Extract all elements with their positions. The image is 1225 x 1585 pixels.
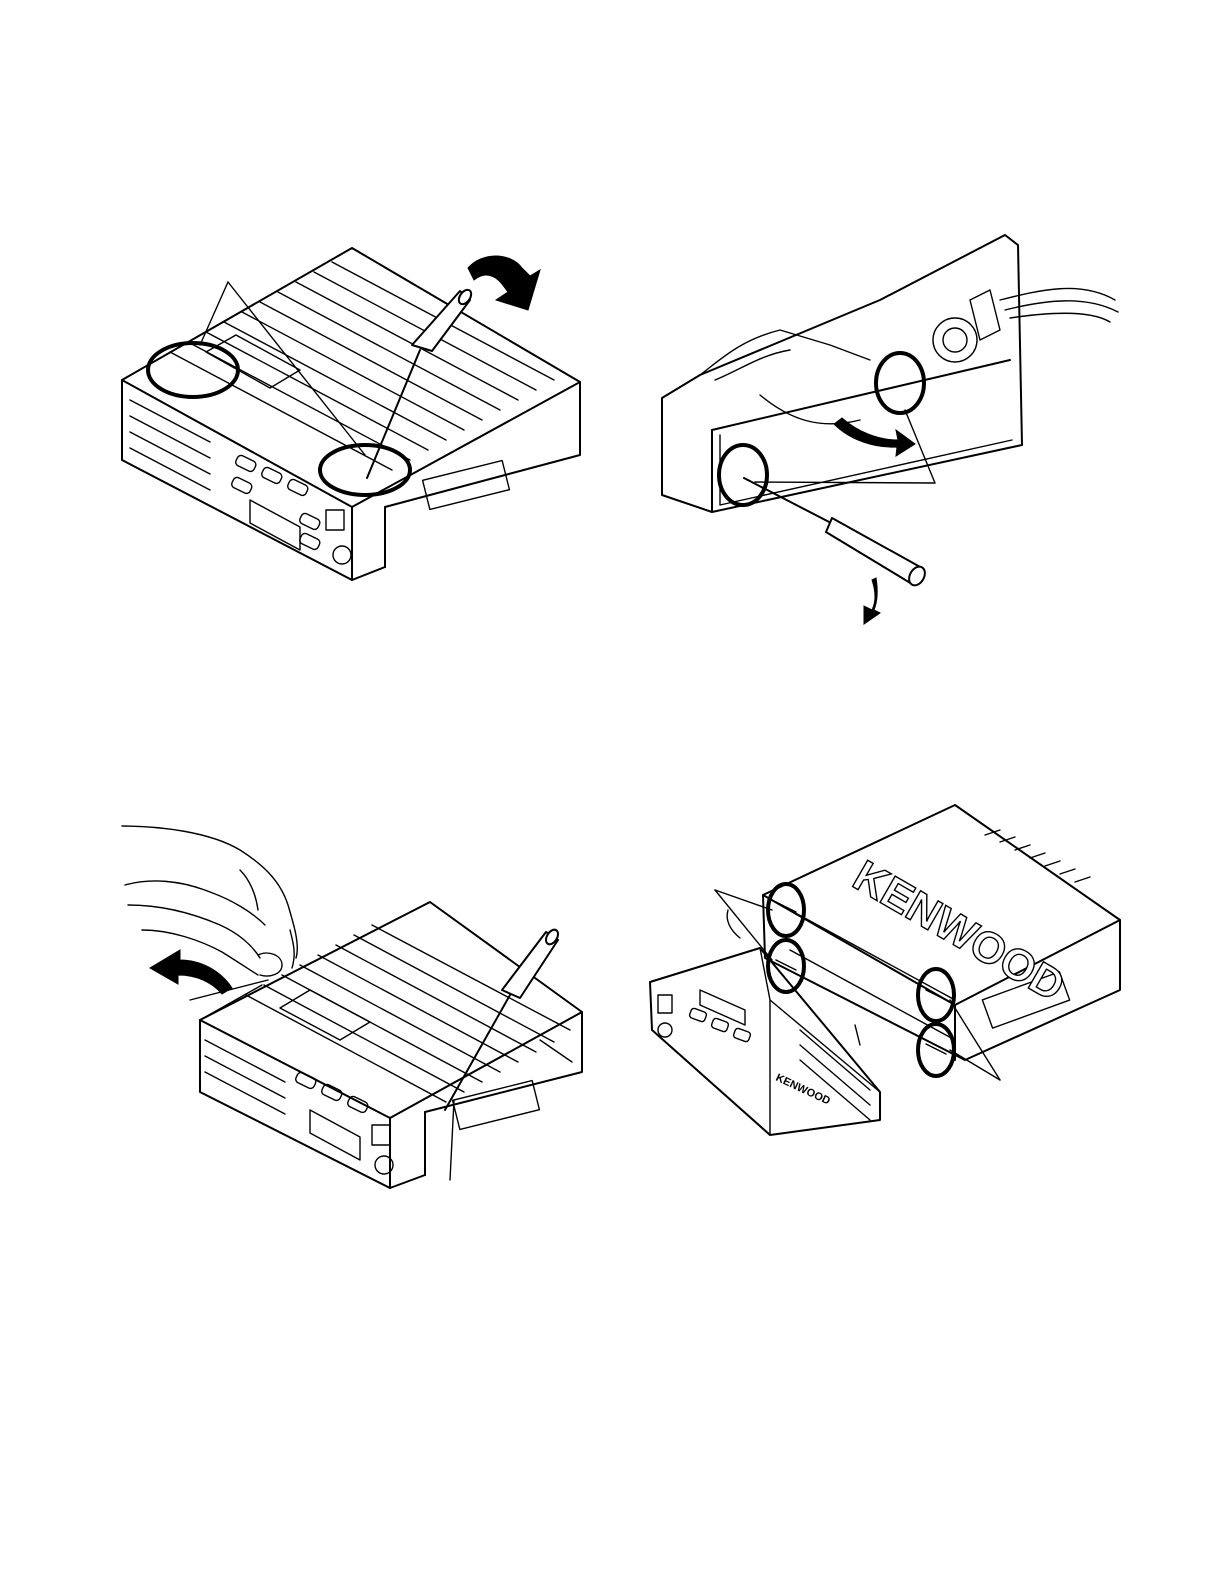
detail-circle (719, 445, 767, 505)
kenwood-panel-logo: KENWOOD (774, 1072, 832, 1108)
front-panel (205, 1040, 393, 1174)
hand (122, 826, 297, 976)
down-arrow-icon (864, 578, 880, 624)
screwdriver (744, 478, 928, 588)
lift-arrow-icon (150, 950, 232, 994)
detail-circle (320, 445, 410, 495)
detail-circle (876, 353, 924, 413)
figure-b (662, 235, 1118, 624)
detail-circle (768, 884, 804, 936)
detail-circle (148, 343, 238, 397)
curved-arrow-icon (834, 418, 915, 456)
figure-c (122, 826, 582, 1188)
kenwood-logo: KENWOOD (845, 851, 1073, 1011)
detail-circle (768, 940, 804, 992)
detail-circle (918, 1024, 954, 1076)
figure-d: KENWOOD (650, 805, 1120, 1135)
rotate-arrow-icon (468, 256, 540, 310)
figure-a (122, 248, 580, 580)
